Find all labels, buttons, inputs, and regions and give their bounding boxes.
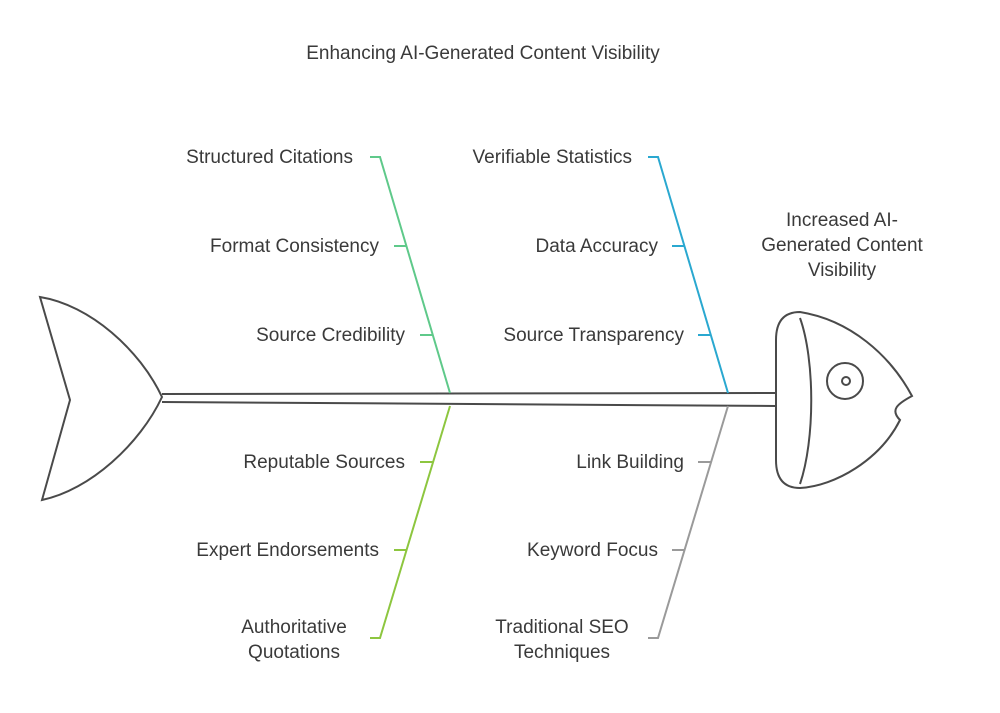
cause-label: Traditional SEO Techniques [495, 617, 629, 663]
bone-top-right [648, 156, 729, 394]
cause-label: Verifiable Statistics [472, 147, 632, 168]
fish-tail [38, 295, 164, 502]
effect-label: Increased AI-Generated Content Visibilit… [761, 210, 923, 281]
fish-head [775, 310, 914, 490]
diagram-title: Enhancing AI-Generated Content Visibilit… [306, 43, 660, 64]
cause-label: Source Transparency [503, 325, 684, 346]
fish-gill [799, 317, 813, 485]
fish-eye [826, 362, 864, 400]
cause-label: Keyword Focus [527, 540, 658, 561]
fish-spine [161, 392, 777, 407]
fish-pupil [841, 376, 851, 386]
cause-label: Source Credibility [256, 325, 405, 346]
cause-label: Reputable Sources [243, 452, 405, 473]
cause-label: Link Building [576, 452, 684, 473]
cause-label: Format Consistency [210, 236, 379, 257]
cause-label: Authoritative Quotations [241, 617, 347, 663]
cause-label: Structured Citations [186, 147, 353, 168]
bone-top-left [370, 156, 451, 394]
cause-label: Expert Endorsements [196, 540, 379, 561]
bone-bottom-right [648, 405, 729, 639]
cause-label: Data Accuracy [535, 236, 659, 257]
bone-bottom-left [370, 405, 451, 639]
